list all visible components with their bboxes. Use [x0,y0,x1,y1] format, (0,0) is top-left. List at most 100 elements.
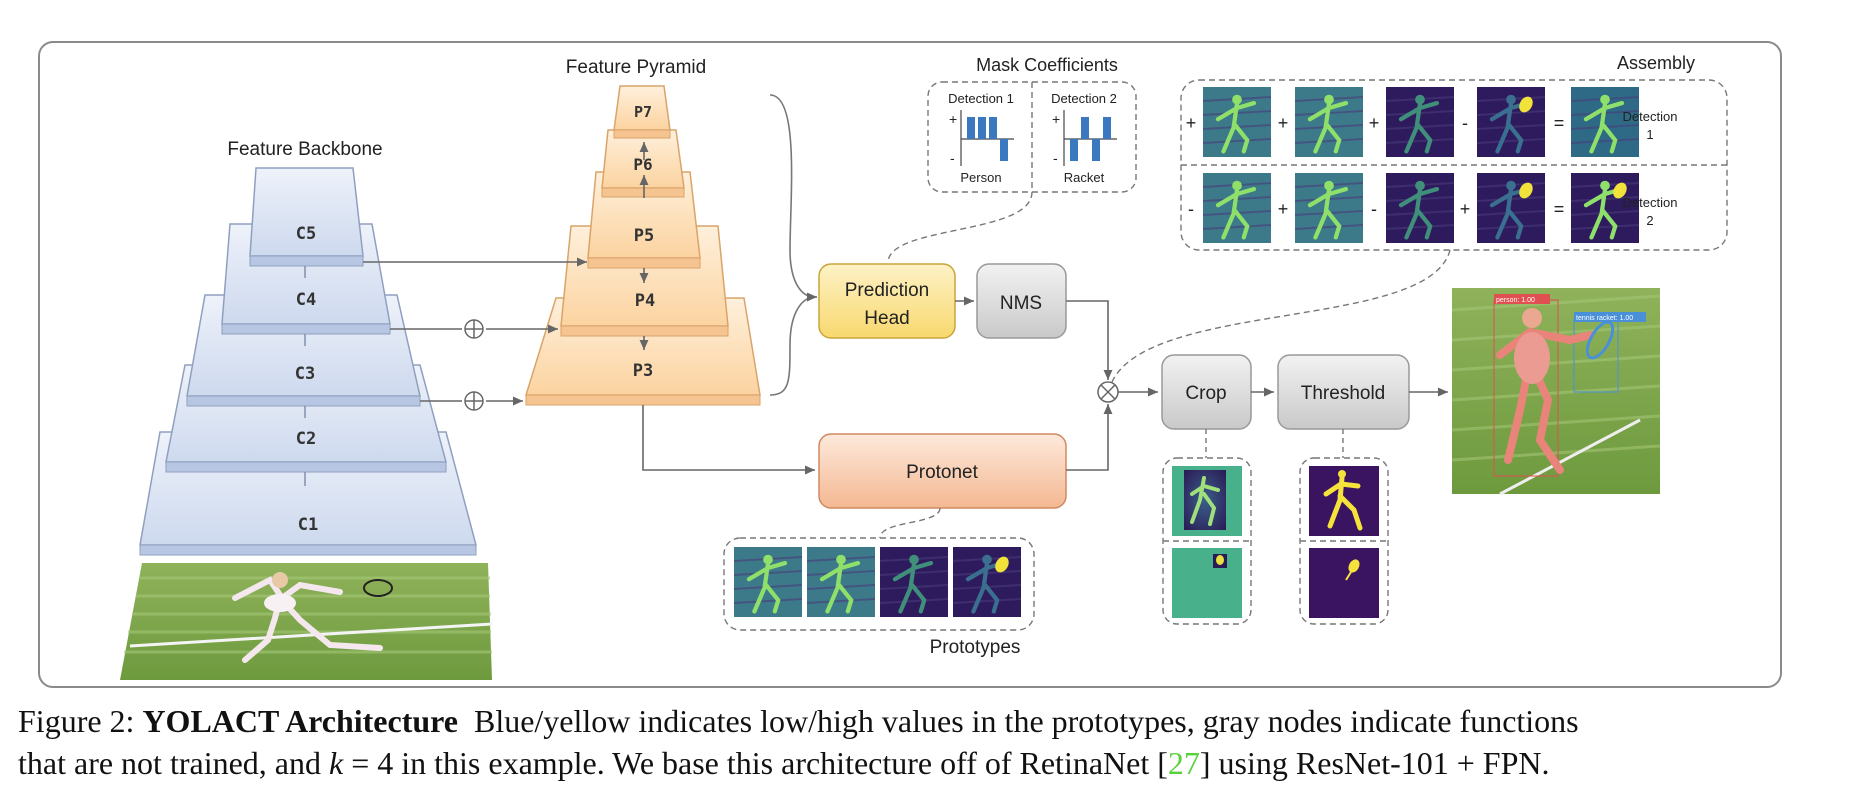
add-operators [464,319,484,411]
prediction-head-label-line1: Prediction [845,280,930,301]
assembly-row2-tile-5 [1570,173,1640,243]
assembly-row1-label-a: Detection [1623,109,1678,124]
det1-coefficient-bar-2 [978,117,986,139]
caption-title: YOLACT Architecture [142,703,458,739]
assembly-row1-sign-1: + [1186,113,1197,133]
assembly-row2-sign-4: + [1460,199,1471,219]
figure-caption: Figure 2: YOLACT Architecture Blue/yello… [18,700,1858,784]
assembly-row2-label-b: 2 [1646,213,1653,228]
assembly-row2-tile-1 [1202,173,1272,243]
person-detection-label: person: 1.00 [1496,297,1535,304]
pyramid-label-p3: P3 [633,361,653,381]
prediction-head-node: Prediction Head [818,263,956,339]
architecture-diagram: Feature Backbone C1 C2 C3 C4 C5 [38,41,1782,688]
mask-coefficients-title: Mask Coefficients [976,55,1118,75]
crop-mask-person [1172,466,1242,536]
protonet-to-assembly-arrow [1066,404,1113,471]
pyramid-title: Feature Pyramid [566,57,706,78]
pyramid-label-p4: P4 [635,291,655,311]
assembly-row1-tile-1 [1202,87,1272,157]
output-image: person: 1.00 tennis racket: 1.00 [1451,288,1661,496]
prototype-3 [879,547,949,617]
det2-coefficient-bars [1070,117,1111,161]
crop-mask-racket [1172,548,1242,618]
det2-coef-title: Detection 2 [1051,91,1117,106]
assembly-row-1 [1202,87,1640,157]
backbone-label-c4: C4 [296,290,316,310]
assembly-row2-label-a: Detection [1623,195,1678,210]
det2-coefficient-bar-1 [1070,139,1078,161]
prototype-tiles [733,547,1022,617]
nms-to-assembly-arrow [1066,300,1113,380]
input-image [120,563,493,680]
protonet-node: Protonet [818,433,1067,509]
det1-coefficient-bar-1 [967,117,975,139]
prototype-2 [806,547,876,617]
prediction-head-label-line2: Head [864,308,909,329]
assembly-row2-sign-2: + [1278,199,1289,219]
threshold-mask-racket [1309,548,1379,618]
nms-node: NMS [976,263,1067,339]
prototype-1 [733,547,803,617]
caption-line2-b: ] using ResNet-101 + FPN. [1199,745,1550,781]
det2-coefficient-bar-3 [1092,139,1100,161]
caption-math-k: k [328,745,344,781]
prototype-4 [952,547,1022,617]
assembly-row2-equals: = [1554,199,1565,219]
assembly-row1-sign-2: + [1278,113,1289,133]
det1-coef-class: Person [960,170,1001,185]
racket-detection-label: tennis racket: 1.00 [1576,315,1633,322]
caption-prefix: Figure 2: [18,703,143,739]
assembly-row2-tile-2 [1294,173,1364,243]
backbone-title: Feature Backbone [227,139,382,160]
assembly-row2-tile-3 [1385,173,1455,243]
assembly-row-2 [1202,173,1640,243]
assembly-row1-label-b: 1 [1646,127,1653,142]
assembly-operator [1097,381,1119,403]
backbone-label-c1: C1 [298,515,318,535]
protonet-label: Protonet [906,462,979,483]
caption-line-2: that are not trained, and k = 4 in this … [18,742,1858,784]
pyramid-p7: P7 [613,85,671,139]
det1-coefficient-bars [967,117,1008,161]
det1-coefficient-bar-4 [1000,139,1008,161]
assembly-connector [1111,249,1451,383]
architecture-figure: Feature Backbone C1 C2 C3 C4 C5 [38,41,1782,688]
assembly-row1-equals: = [1554,113,1565,133]
pyramid-label-p5: P5 [634,226,654,246]
nms-label: NMS [1000,293,1042,314]
assembly-row2-sign-3: - [1371,199,1377,219]
assembly-row1-tile-4 [1476,87,1546,157]
det2-coefficient-bar-4 [1103,117,1111,139]
lateral-connections [363,257,587,406]
coef-connector [887,191,1033,263]
assembly-signs: + + + - = - + - + = [1186,113,1565,219]
caption-line-1: Figure 2: YOLACT Architecture Blue/yello… [18,700,1858,742]
assembly-row1-sign-3: + [1369,113,1380,133]
pyramid-label-p7: P7 [634,103,652,121]
caption-line2-eq: = 4 in this example. We base this archit… [343,745,1168,781]
threshold-mask-person [1309,466,1379,536]
caption-line2-a: that are not trained, and [18,745,329,781]
assembly-row1-tile-3 [1385,87,1455,157]
caption-citation-link[interactable]: 27 [1167,745,1200,781]
protonet-prototypes-connector [879,507,941,539]
pyramid-p6: P6 [601,129,685,198]
det2-coefficient-bar-2 [1081,117,1089,139]
pyramid-brace [769,94,813,396]
det1-plus-sign: + [949,111,957,127]
threshold-label: Threshold [1301,383,1386,404]
assembly-row1-tile-2 [1294,87,1364,157]
backbone-label-c3: C3 [295,364,315,384]
backbone-label-c2: C2 [296,429,316,449]
assembly-row2-sign-1: - [1188,199,1194,219]
prototypes-label: Prototypes [930,637,1021,658]
assembly-row1-sign-4: - [1462,113,1468,133]
det1-coef-title: Detection 1 [948,91,1014,106]
det1-coefficient-bar-3 [989,117,997,139]
caption-line1-text: Blue/yellow indicates low/high values in… [457,703,1579,739]
backbone-c5: C5 [249,167,364,267]
backbone-label-c5: C5 [296,224,316,244]
assembly-title: Assembly [1617,53,1695,73]
assembly-row1-tile-5 [1570,87,1640,157]
